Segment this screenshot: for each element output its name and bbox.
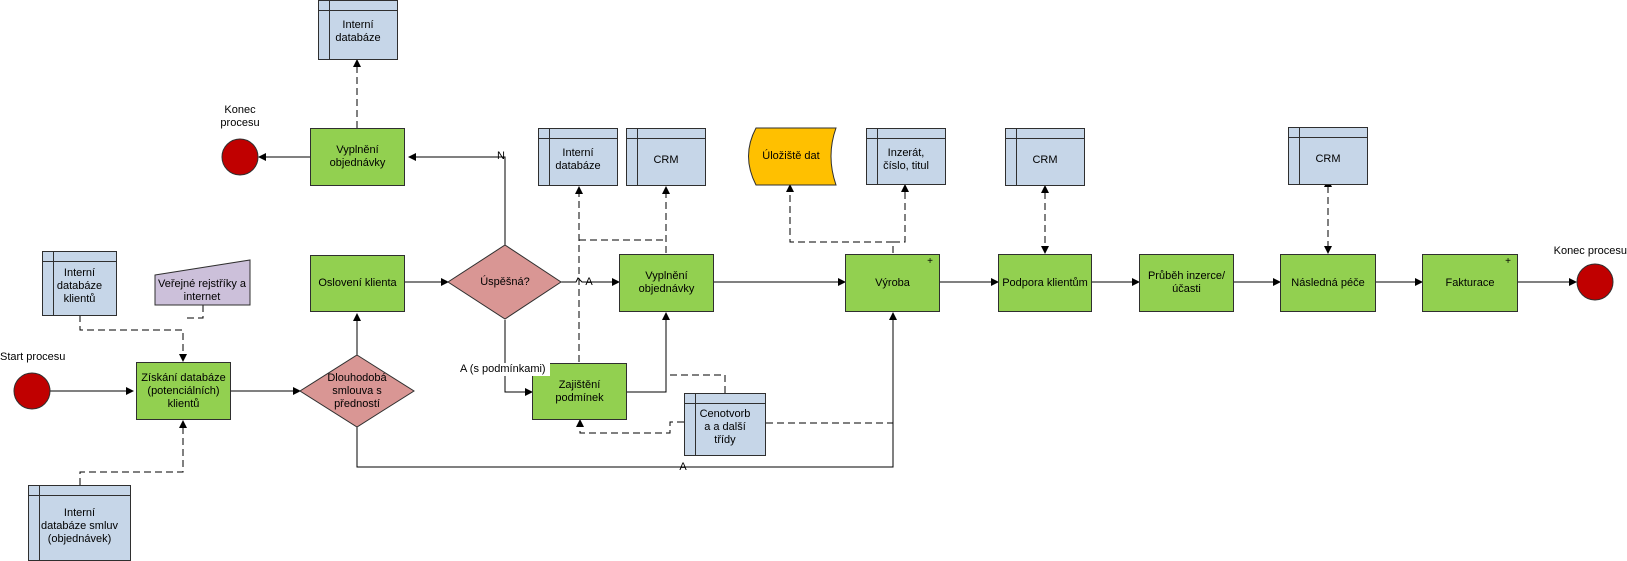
process-nasledna: Následná péče [1280, 254, 1376, 312]
decision-uspesna-text: Úspěšná? [480, 275, 530, 288]
data-connectors [79, 59, 1332, 485]
end-terminal-right [1576, 263, 1614, 301]
dash-cenotvorba-vyplneni [666, 374, 726, 393]
dash-interni-klienti-ziskani [79, 315, 187, 362]
process-vyplneni-mid: Vyplnění objednávky [619, 254, 714, 312]
datastore-crm-3-label: CRM [1315, 152, 1341, 165]
end-label-right: Konec procesu [1553, 245, 1627, 257]
manual-input-label: Veřejné rejstříky a internet [152, 276, 252, 306]
dash-vyroba-storage [786, 184, 894, 253]
dash-verejne-ziskani [183, 305, 204, 319]
datastore-interni-smluv-label: Interní databáze smluv (objednávek) [40, 506, 119, 545]
process-vyroba: Výroba + [845, 254, 940, 312]
datastore-crm-1-label: CRM [653, 153, 679, 166]
datastore-interni-mid-label: Interní databáze [555, 147, 601, 172]
manual-input-shape [154, 259, 251, 306]
edge-label-n: N [497, 150, 505, 162]
datastore-cenotvorba-label: Cenotvorb a a další třídy [699, 408, 751, 446]
edge-label-a-conditions: A (s podmínkami) [460, 363, 550, 376]
process-vyplneni-top-label: Vyplnění objednávky [329, 144, 386, 169]
process-vyplneni-top: Vyplnění objednávky [310, 128, 405, 186]
edge-label-a-mid: A [585, 276, 593, 288]
process-osloveni: Oslovení klienta [310, 255, 405, 312]
datastore-interni-klienti-label: Interní databáze klientů [56, 267, 103, 305]
connector-uspesna-vyplneni-top [408, 153, 506, 245]
storage-label: Úložiště dat [746, 146, 836, 166]
subprocess-marker-vyroba: + [927, 256, 933, 267]
datastore-inzerat-label: Inzerát, číslo, titul [883, 146, 929, 172]
flow-connectors [50, 153, 1577, 468]
process-osloveni-label: Oslovení klienta [318, 277, 397, 289]
process-podpora-label: Podpora klientům [1002, 276, 1088, 289]
decision-uspesna [447, 244, 562, 320]
connector-smlouva-vyroba [356, 312, 897, 468]
datastore-cenotvorba: Cenotvorb a a další třídy [684, 393, 766, 456]
start-terminal [13, 372, 51, 410]
decision-smlouva-label: Dlouhodobá smlouva s předností [310, 368, 404, 414]
storage-shape [748, 127, 837, 186]
datastore-interni-top-label: Interní databáze [335, 19, 381, 44]
process-fakturace-label: Fakturace [1445, 276, 1495, 289]
datastore-crm-3: CRM [1288, 127, 1368, 185]
subprocess-marker-fakturace: + [1505, 256, 1511, 267]
datastore-crm-2-label: CRM [1032, 153, 1058, 166]
datastore-crm-2: CRM [1005, 128, 1085, 186]
connector-uspesna-zajisteni [504, 320, 533, 396]
process-fakturace: Fakturace + [1422, 254, 1518, 312]
process-ziskani: Získání databáze (potenciálních) klientů [136, 362, 231, 420]
end-terminal-left [221, 138, 259, 176]
process-vyroba-label: Výroba [875, 276, 910, 289]
decision-smlouva [299, 354, 415, 428]
storage-text: Úložiště dat [762, 149, 820, 162]
datastore-interni-top: Interní databáze [318, 0, 398, 60]
manual-input-text: Veřejné rejstříky a internet [157, 278, 247, 303]
edge-label-a-bottom: A [679, 461, 687, 473]
datastore-inzerat: Inzerát, číslo, titul [866, 128, 946, 185]
process-podpora: Podpora klientům [998, 254, 1092, 312]
start-label: Start procesu [0, 351, 66, 363]
process-zajisteni-label: Zajištění podmínek [555, 378, 604, 404]
process-vyplneni-mid-label: Vyplnění objednávky [638, 270, 695, 295]
datastore-crm-1: CRM [626, 128, 706, 186]
datastore-interni-smluv: Interní databáze smluv (objednávek) [28, 485, 131, 561]
process-nasledna-label: Následná péče [1291, 276, 1365, 289]
dash-interni-smluv-ziskani [79, 420, 187, 485]
end-label-left: Konec procesu [220, 104, 260, 129]
dash-cenotvorba-zajisteni [576, 419, 684, 434]
process-prubeh: Průběh inzerce/ účasti [1139, 254, 1234, 312]
connector-zajisteni-vyplneni [627, 312, 670, 393]
process-ziskani-label: Získání databáze (potenciálních) klientů [141, 371, 226, 410]
connector-uspesna-vyplneni-mid [561, 277, 620, 286]
process-prubeh-label: Průběh inzerce/ účasti [1147, 270, 1226, 295]
datastore-interni-klienti: Interní databáze klientů [42, 251, 117, 316]
datastore-interni-mid: Interní databáze [538, 128, 618, 186]
decision-smlouva-text: Dlouhodobá smlouva s předností [327, 371, 387, 410]
decision-uspesna-label: Úspěšná? [460, 272, 550, 292]
dash-vyroba-inzerat [893, 184, 909, 243]
